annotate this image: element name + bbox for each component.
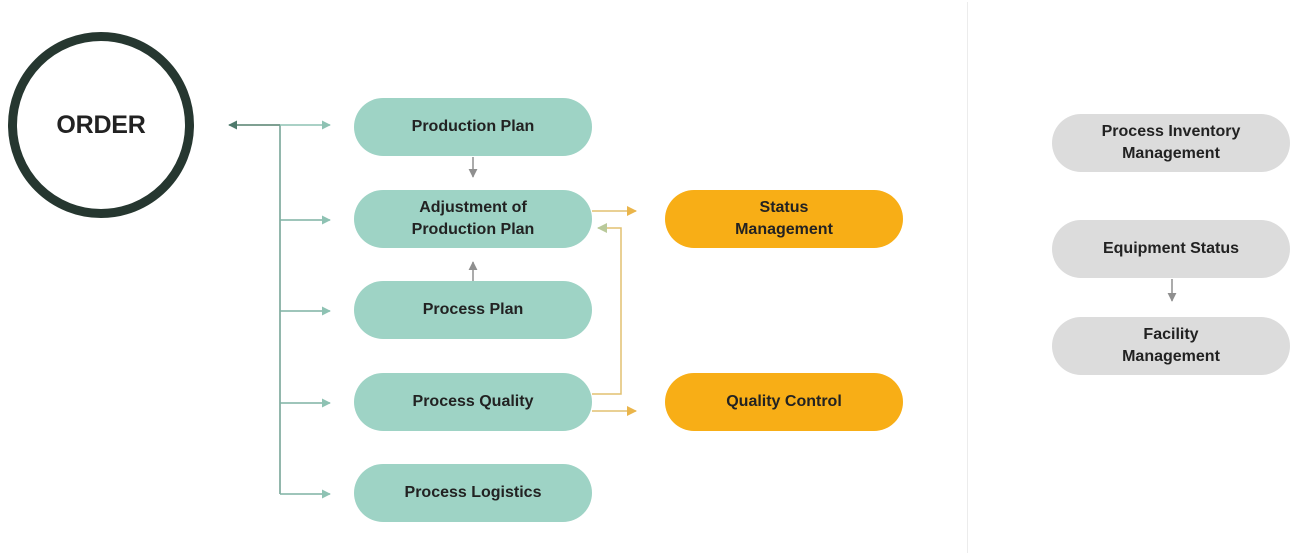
section-divider	[967, 2, 968, 553]
node-adjustment-of-production-plan[interactable]: Adjustment of Production Plan	[354, 190, 592, 248]
order-label: ORDER	[56, 110, 146, 139]
node-equipment-status[interactable]: Equipment Status	[1052, 220, 1290, 278]
node-production-plan[interactable]: Production Plan	[354, 98, 592, 156]
node-process-plan[interactable]: Process Plan	[354, 281, 592, 339]
node-facility-management[interactable]: Facility Management	[1052, 317, 1290, 375]
node-quality-control[interactable]: Quality Control	[665, 373, 903, 431]
node-process-logistics[interactable]: Process Logistics	[354, 464, 592, 522]
node-process-inventory-management[interactable]: Process Inventory Management	[1052, 114, 1290, 172]
node-process-quality[interactable]: Process Quality	[354, 373, 592, 431]
order-node[interactable]: ORDER	[8, 32, 194, 218]
node-status-management[interactable]: Status Management	[665, 190, 903, 248]
connector-process-quality-to-adjustment	[592, 223, 622, 395]
